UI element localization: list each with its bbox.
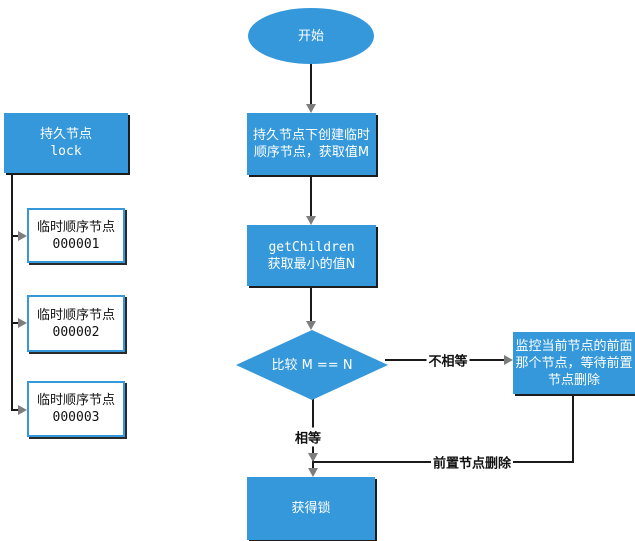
connector-line-start-create xyxy=(310,62,312,106)
create-node-line2: 顺序节点，获取值M xyxy=(253,145,370,160)
connector-line-create-getchildren xyxy=(310,175,312,218)
edge-label-not-equal: 不相等 xyxy=(426,350,470,370)
edge-label-equal: 相等 xyxy=(292,427,324,447)
compare-decision-label: 比较 M == N xyxy=(271,357,353,373)
arrowhead-right-icon xyxy=(18,405,27,415)
persistent-node-line1: 持久节点 xyxy=(39,127,92,142)
connector-line-getchildren-compare xyxy=(310,286,312,324)
create-ephemeral-node: 持久节点下创建临时 顺序节点，获取值M xyxy=(247,113,376,175)
create-node-line1: 持久节点下创建临时 xyxy=(252,128,370,143)
ephemeral-node-000001: 临时顺序节点 000001 xyxy=(27,208,125,263)
arrowhead-down-icon xyxy=(306,104,316,113)
ephemeral-node-000002: 临时顺序节点 000002 xyxy=(27,295,125,352)
monitor-node-line2: 那个节点，等待前置 xyxy=(515,355,633,371)
ephemeral-node-2-line1: 临时顺序节点 xyxy=(36,307,115,323)
connector-line-monitor-down xyxy=(572,394,574,463)
arrowhead-down-icon xyxy=(306,216,316,225)
arrowhead-down-icon xyxy=(308,453,318,462)
ephemeral-node-000003: 临时顺序节点 000003 xyxy=(27,381,125,437)
persistent-node-lock: 持久节点 lock xyxy=(4,113,128,173)
arrowhead-right-icon xyxy=(504,355,513,365)
arrowhead-right-icon xyxy=(18,231,27,241)
arrowhead-down-icon xyxy=(306,321,316,330)
acquire-lock-label: 获得锁 xyxy=(291,501,331,516)
arrowhead-right-icon xyxy=(18,318,27,328)
connector-line-branch-3 xyxy=(11,409,20,411)
persistent-node-line2: lock xyxy=(50,144,82,159)
compare-decision-node: 比较 M == N xyxy=(236,330,388,400)
connector-line-persistent-children xyxy=(11,173,13,411)
ephemeral-node-2-line2: 000002 xyxy=(52,324,100,340)
monitor-node-line3: 节点删除 xyxy=(547,372,600,388)
getchildren-node-line1: getChildren xyxy=(268,239,355,255)
start-node: 开始 xyxy=(248,8,374,64)
getchildren-node-line2: 获取最小的值N xyxy=(267,256,356,272)
start-node-label: 开始 xyxy=(297,28,324,44)
ephemeral-node-3-line1: 临时顺序节点 xyxy=(36,393,115,408)
acquire-lock-node: 获得锁 xyxy=(247,477,375,540)
monitor-predecessor-node: 监控当前节点的前面 那个节点，等待前置 节点删除 xyxy=(513,332,635,394)
arrowhead-down-icon xyxy=(308,468,318,477)
ephemeral-node-3-line2: 000003 xyxy=(52,410,100,425)
ephemeral-node-1-line1: 临时顺序节点 xyxy=(36,219,115,235)
connector-line-branch-1 xyxy=(11,235,20,237)
ephemeral-node-1-line2: 000001 xyxy=(52,236,100,252)
monitor-node-line1: 监控当前节点的前面 xyxy=(515,338,633,354)
connector-line-branch-2 xyxy=(11,322,20,324)
edge-label-predecessor-deleted: 前置节点删除 xyxy=(430,452,514,472)
getchildren-node: getChildren 获取最小的值N xyxy=(247,225,376,286)
